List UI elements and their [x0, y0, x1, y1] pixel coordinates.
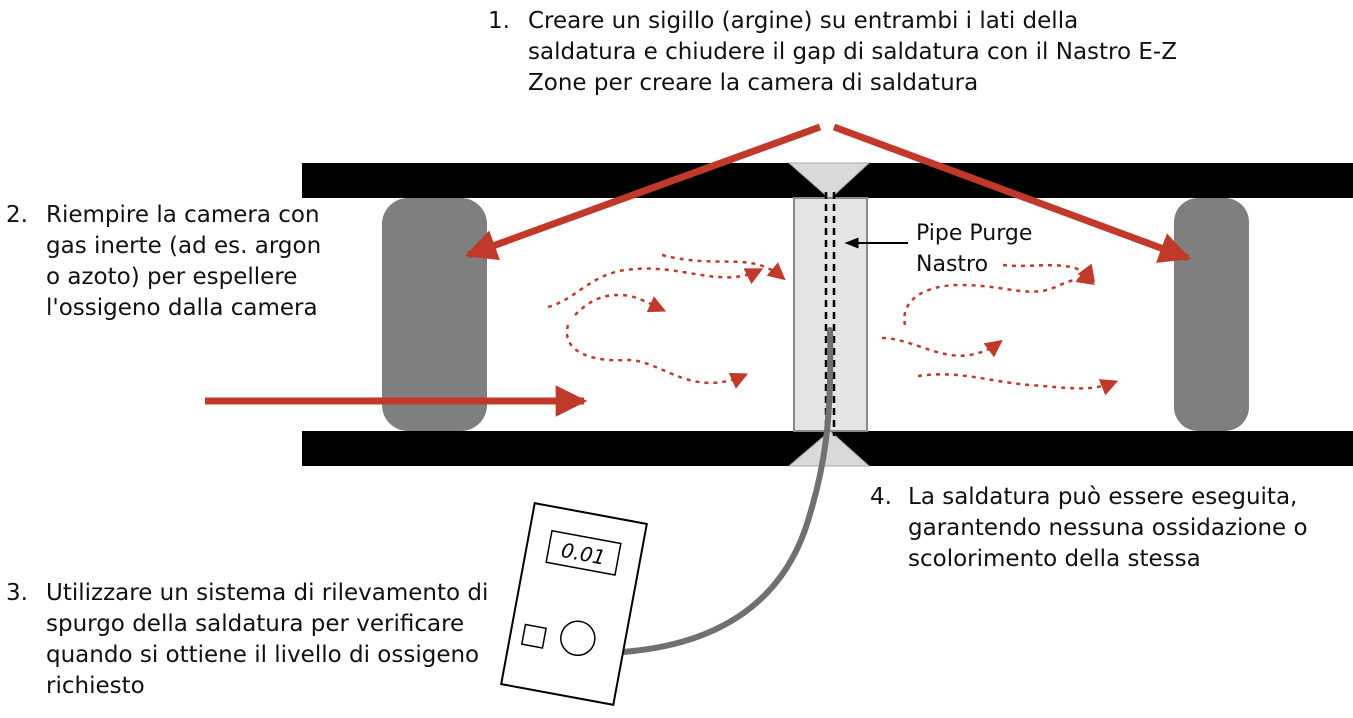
- gas-flow-arrow: [574, 293, 667, 316]
- tape-label: Pipe Purge Nastro: [916, 218, 1032, 280]
- arrow-to-seal-left: [465, 123, 822, 261]
- gas-flow-arrow: [661, 253, 786, 281]
- meter-display: [545, 529, 622, 576]
- seal-left: [382, 198, 487, 431]
- weld-gap-top: [787, 162, 871, 200]
- step-number: 4.: [870, 484, 892, 510]
- gas-flow-arrow: [881, 336, 1003, 358]
- oxygen-meter-icon: 0.01: [500, 501, 648, 707]
- step-number: 1.: [488, 8, 510, 34]
- step-description: Riempire la camera con gas inerte (ad es…: [46, 202, 322, 321]
- seal-right: [1174, 198, 1249, 431]
- step-description: Creare un sigillo (argine) su entrambi i…: [528, 8, 1177, 96]
- tape-label-line-2: Nastro: [916, 252, 989, 277]
- step-4-text: 4. La saldatura può essere eseguita, gar…: [870, 482, 1350, 575]
- step-number: 2.: [6, 202, 28, 228]
- step-description: Utilizzare un sistema di rilevamento di …: [46, 580, 489, 699]
- step-3-text: 3. Utilizzare un sistema di rilevamento …: [6, 578, 526, 702]
- step-description: La saldatura può essere eseguita, garant…: [908, 484, 1308, 572]
- gas-flow-arrow: [917, 373, 1119, 396]
- meter-knob-icon: [560, 620, 596, 657]
- step-number: 3.: [6, 580, 28, 606]
- weld-gap-bottom: [787, 430, 871, 467]
- step-1-text: 1. Creare un sigillo (argine) su entramb…: [488, 6, 1188, 99]
- sensor-tube: [599, 327, 834, 656]
- step-2-text: 2. Riempire la camera con gas inerte (ad…: [6, 200, 326, 324]
- gas-flow-arrow: [547, 267, 764, 309]
- gas-flow-arrow: [565, 324, 749, 389]
- gas-flow-arrow: [1002, 263, 1096, 283]
- meter-button-icon: [520, 623, 547, 649]
- tape-label-line-1: Pipe Purge: [916, 221, 1033, 246]
- gas-flow-arrow: [903, 267, 1095, 326]
- arrow-to-seal-right: [832, 123, 1191, 263]
